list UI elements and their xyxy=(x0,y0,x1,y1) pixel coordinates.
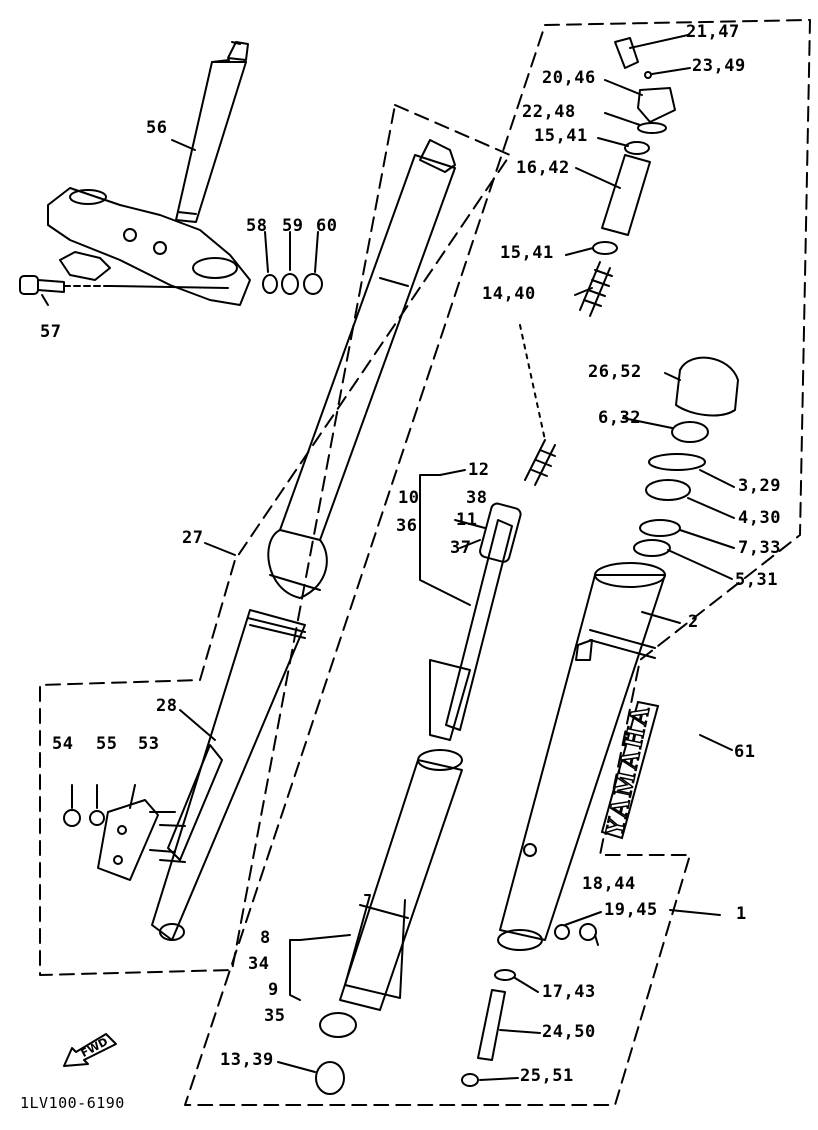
callout-12: 12 xyxy=(468,460,490,480)
callout-11: 11 xyxy=(456,510,478,530)
callout-3-29: 3,29 xyxy=(738,476,781,496)
forward-arrow-icon: FWD xyxy=(62,1030,122,1070)
callout-58: 58 xyxy=(246,216,268,236)
callout-15-41-top: 15,41 xyxy=(534,126,588,146)
spacer-16-42 xyxy=(601,154,651,236)
pinch-bolt-57 xyxy=(19,275,229,295)
bolt-18-44 xyxy=(554,924,570,940)
callout-6-32: 6,32 xyxy=(598,408,641,428)
yamaha-decal-61: YAMAHA xyxy=(598,700,660,840)
outer-tube-2 xyxy=(497,562,666,951)
callout-17-43: 17,43 xyxy=(542,982,596,1002)
washer-55 xyxy=(89,810,105,826)
callout-37: 37 xyxy=(450,538,472,558)
callout-13-39: 13,39 xyxy=(220,1050,274,1070)
callout-23-49: 23,49 xyxy=(692,56,746,76)
callout-53: 53 xyxy=(138,734,160,754)
washer-25-51 xyxy=(461,1073,479,1087)
callout-16-42: 16,42 xyxy=(516,158,570,178)
air-valve-21-47 xyxy=(614,37,639,69)
callout-28: 28 xyxy=(156,696,178,716)
washer-59 xyxy=(281,273,299,295)
callout-15-41-bottom: 15,41 xyxy=(500,243,554,263)
callout-9: 9 xyxy=(268,980,279,1000)
washer-7-33 xyxy=(639,519,681,537)
callout-4-30: 4,30 xyxy=(738,508,781,528)
bracket-53 xyxy=(97,799,186,881)
cap-bolt-20-46 xyxy=(637,87,676,123)
callout-8: 8 xyxy=(260,928,271,948)
callout-38: 38 xyxy=(466,488,488,508)
callout-20-46: 20,46 xyxy=(542,68,596,88)
callout-21-47: 21,47 xyxy=(686,22,740,42)
callout-22-48: 22,48 xyxy=(522,102,576,122)
washer-17-43 xyxy=(494,969,516,981)
callout-61: 61 xyxy=(734,742,756,762)
clip-3-29 xyxy=(648,453,706,471)
guard-28 xyxy=(167,744,223,861)
callout-55: 55 xyxy=(96,734,118,754)
callout-1: 1 xyxy=(736,904,747,924)
cap-54 xyxy=(63,809,81,827)
diagram-code: 1LV100-6190 xyxy=(20,1094,125,1112)
callout-5-31: 5,31 xyxy=(735,570,778,590)
callout-59: 59 xyxy=(282,216,304,236)
bolt-24-50 xyxy=(477,989,506,1061)
callout-7-33: 7,33 xyxy=(738,538,781,558)
callout-2: 2 xyxy=(688,612,699,632)
stopper-6-32 xyxy=(671,421,709,443)
callout-10: 10 xyxy=(398,488,420,508)
spring-14-40 xyxy=(519,261,613,486)
steering-stem-56 xyxy=(47,41,251,306)
inner-tube-27 xyxy=(151,139,456,941)
callout-35: 35 xyxy=(264,1006,286,1026)
callout-57: 57 xyxy=(40,322,62,342)
callout-36: 36 xyxy=(396,516,418,536)
callout-60: 60 xyxy=(316,216,338,236)
callout-56: 56 xyxy=(146,118,168,138)
callout-24-50: 24,50 xyxy=(542,1022,596,1042)
oil-seal-4-30 xyxy=(645,479,691,501)
bushing-5-31 xyxy=(633,539,671,557)
washer-15-41-top xyxy=(624,141,650,155)
callout-54: 54 xyxy=(52,734,74,754)
callout-25-51: 25,51 xyxy=(520,1066,574,1086)
callout-26-52: 26,52 xyxy=(588,362,642,382)
callout-19-45: 19,45 xyxy=(604,900,658,920)
callout-18-44: 18,44 xyxy=(582,874,636,894)
bolt-19-45 xyxy=(579,923,597,941)
oring-22-48 xyxy=(637,122,667,134)
washer-15-41-bottom xyxy=(592,241,618,255)
callout-34: 34 xyxy=(248,954,270,974)
left-fork-group-boundary xyxy=(39,104,511,976)
damper-rod-assembly xyxy=(315,502,522,1095)
callout-14-40: 14,40 xyxy=(482,284,536,304)
dust-seal-26-52 xyxy=(675,356,739,417)
oring-23-49 xyxy=(644,71,652,79)
washer-58 xyxy=(262,274,278,294)
callout-27: 27 xyxy=(182,528,204,548)
nut-60 xyxy=(303,273,323,295)
